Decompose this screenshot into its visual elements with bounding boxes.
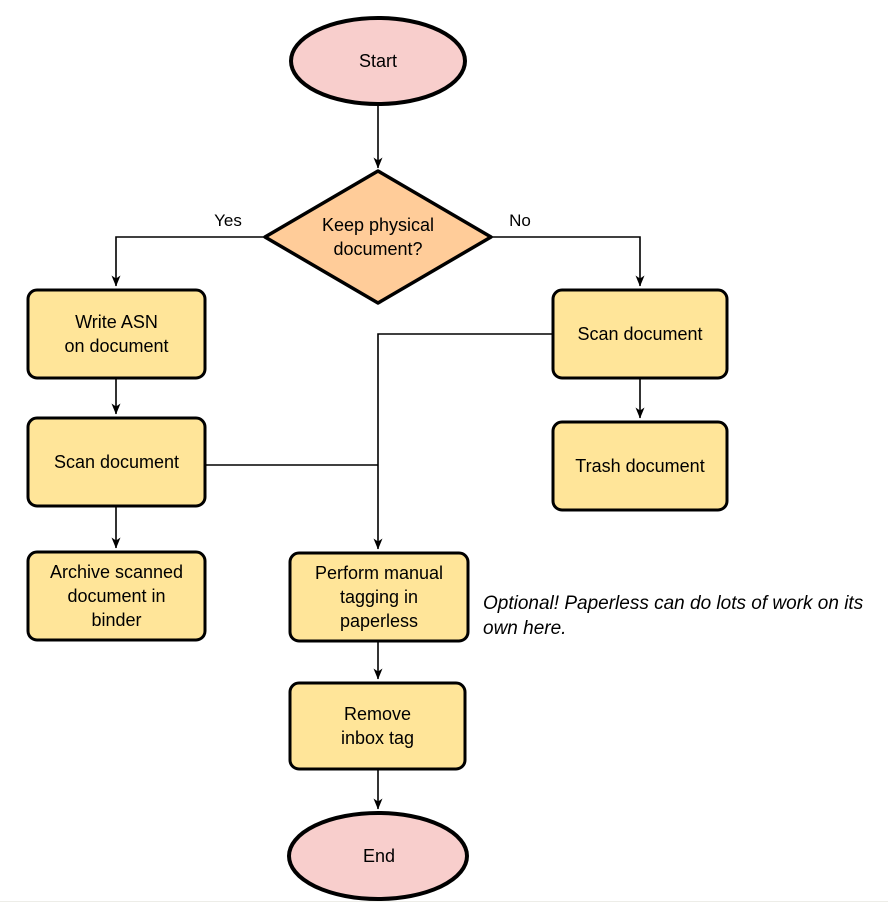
archive-node xyxy=(26,550,207,642)
optional-annotation: Optional! Paperless can do lots of work … xyxy=(483,593,864,639)
trash-node xyxy=(551,420,729,512)
scan-left-node xyxy=(26,416,207,508)
remove-inbox-node xyxy=(288,681,467,771)
edge-decision-no-to-scan-right xyxy=(489,236,645,287)
edge-label-no: No xyxy=(509,211,531,230)
write-asn-node xyxy=(26,288,207,380)
decision-node xyxy=(263,169,493,305)
edge-label-yes: Yes xyxy=(214,211,242,230)
bottom-divider xyxy=(0,901,888,902)
scan-right-node xyxy=(551,288,729,380)
start-node xyxy=(289,16,467,106)
edge-decision-yes-to-write-asn xyxy=(111,236,267,287)
end-node xyxy=(287,811,469,901)
tagging-node xyxy=(288,551,470,643)
edge-scan-right-to-tagging xyxy=(373,333,553,550)
